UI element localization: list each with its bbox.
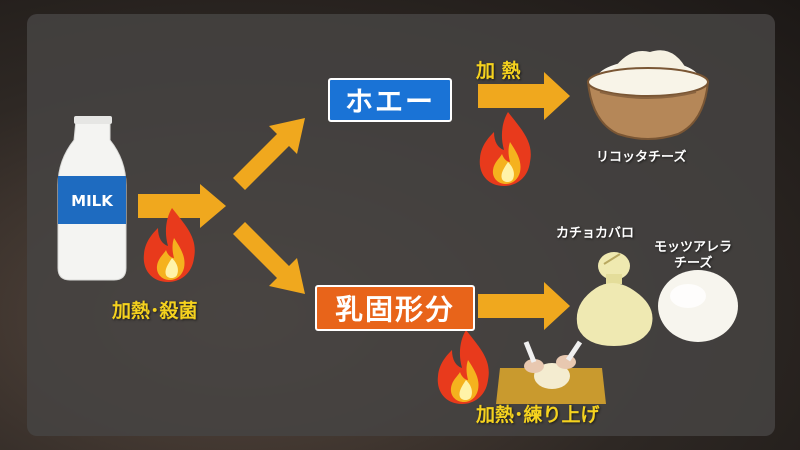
mozzarella-icon — [658, 270, 738, 342]
curd-label-box: 乳固形分 — [315, 285, 475, 331]
flame-icon — [437, 330, 489, 404]
arrow-curd-right — [478, 282, 570, 330]
arrow-milk-right — [138, 184, 226, 228]
caption-whey-heat: 加 熱 — [476, 60, 521, 82]
kneading-hands-image — [496, 340, 606, 404]
caption-ricotta: リコッタチーズ — [596, 150, 687, 165]
milk-label: MILK — [71, 192, 114, 210]
caciocavallo-icon — [576, 252, 653, 346]
flame-icon — [143, 208, 195, 282]
arrow-to-whey — [233, 118, 305, 190]
whey-label-box: ホエー — [328, 78, 452, 122]
caption-mozzarella-line1: モッツアレラ — [654, 240, 733, 255]
caption-mozzarella-line2: チーズ — [674, 256, 713, 271]
arrow-whey-right — [478, 72, 570, 120]
caption-pasteurize: 加熱･殺菌 — [112, 300, 198, 322]
arrow-to-curd — [233, 222, 305, 294]
ricotta-bowl-icon — [586, 50, 710, 140]
caption-caciocavallo: カチョカバロ — [556, 226, 635, 241]
flame-icon — [479, 112, 531, 186]
arrows — [138, 72, 570, 330]
caption-curd-process: 加熱･練り上げ — [476, 404, 600, 426]
milk-bottle-icon: MILK — [57, 116, 127, 281]
